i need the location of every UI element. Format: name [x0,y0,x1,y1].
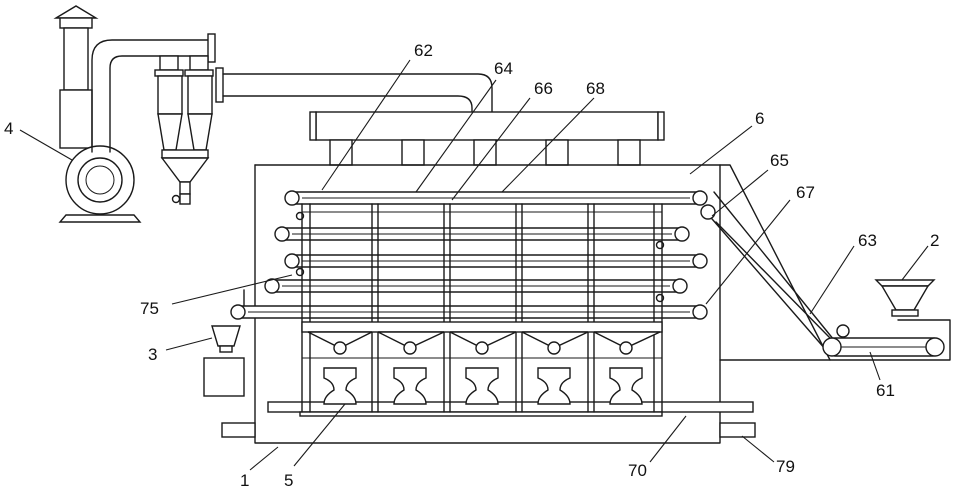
label-1: 1 [240,471,249,490]
label-64: 64 [494,59,513,78]
label-3: 3 [148,345,157,364]
label-75: 75 [140,299,159,318]
label-70: 70 [628,461,647,480]
label-68: 68 [586,79,605,98]
label-63: 63 [858,231,877,250]
label-4: 4 [4,119,13,138]
label-6: 6 [755,109,764,128]
label-61: 61 [876,381,895,400]
label-2: 2 [930,231,939,250]
label-79: 79 [776,457,795,476]
label-65: 65 [770,151,789,170]
label-66: 66 [534,79,553,98]
feed-conveyor [701,192,944,356]
cyclone-separator [155,56,213,204]
label-62: 62 [414,41,433,60]
label-67: 67 [796,183,815,202]
heater-units [302,322,662,404]
label-5: 5 [284,471,293,490]
